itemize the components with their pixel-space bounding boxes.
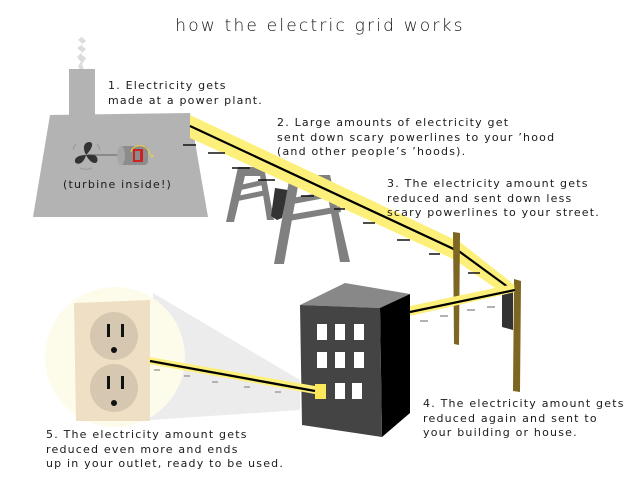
building-icon: [300, 283, 410, 437]
caption-line: 5. The electricity amount gets: [46, 428, 248, 441]
shadow-dashes: [154, 369, 281, 393]
caption-line: scary powerlines to your street.: [387, 206, 600, 219]
caption-line: reduced even more and ends: [46, 442, 239, 456]
turbine-label: (turbine inside!): [63, 178, 173, 191]
step-3-caption: 3. The electricity amount gets reduced a…: [387, 177, 600, 221]
street-powerline: [409, 284, 516, 316]
transformer-icon: [271, 188, 288, 220]
caption-line: up in your outlet, ready to be used.: [46, 457, 285, 470]
power-plant-icon: [33, 69, 208, 217]
transformer-icon: [502, 292, 513, 330]
building-to-outlet-line: [149, 357, 316, 394]
shadow-dashes: [183, 144, 480, 274]
caption-line: 2. Large amounts of electricity get: [277, 116, 510, 129]
step-5-caption: 5. The electricity amount gets reduced e…: [46, 428, 284, 472]
window-grid: [315, 324, 364, 399]
utility-pole-icon: [453, 232, 460, 345]
step-4-caption: 4. The electricity amount gets reduced a…: [423, 397, 625, 441]
caption-line: reduced and sent down less: [387, 191, 573, 205]
caption-line: sent down scary powerlines to your ’hood: [277, 130, 556, 144]
caption-line: (and other people’s ’hoods).: [277, 145, 467, 158]
step-2-caption: 2. Large amounts of electricity get sent…: [277, 116, 555, 160]
caption-line: 4. The electricity amount gets: [423, 397, 625, 410]
shadow-dashes: [420, 306, 495, 322]
utility-pole-icon: [513, 279, 521, 392]
step-1-caption: 1. Electricity gets made at a power plan…: [108, 79, 263, 108]
page-title: how the electric grid works: [175, 16, 465, 36]
outlet-icon: [74, 300, 150, 421]
generator-icon: [117, 145, 154, 165]
caption-line: your building or house.: [423, 426, 578, 439]
caption-line: made at a power plant.: [108, 93, 263, 107]
caption-line: 3. The electricity amount gets: [387, 177, 589, 190]
fan-icon: [72, 142, 101, 170]
transmission-tower-icon: [226, 167, 274, 222]
caption-line: reduced again and sent to: [423, 411, 598, 425]
high-voltage-powerline: [189, 115, 513, 295]
caption-line: 1. Electricity gets: [108, 79, 227, 92]
smoke-icon: [77, 35, 86, 70]
